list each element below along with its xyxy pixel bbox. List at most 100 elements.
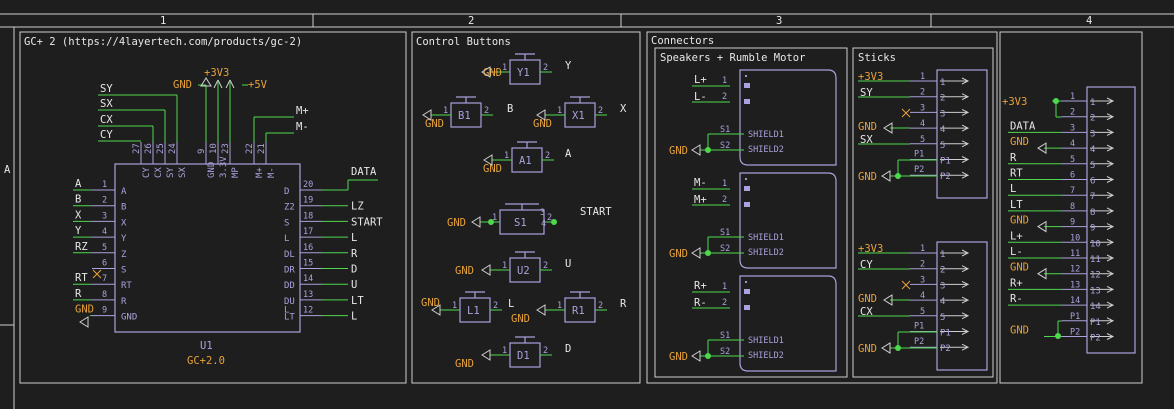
u1-left-pin-name: A — [121, 187, 127, 197]
main-pin-no: 10 — [1070, 233, 1080, 243]
u1-right-pin-name: L — [284, 234, 289, 244]
main-pin-name: 7 — [1090, 192, 1095, 202]
main-pin-name: 3 — [1090, 129, 1095, 139]
stick-pwr: +3V3 — [858, 243, 883, 255]
connectors-title: Connectors — [651, 35, 714, 47]
net-label-cx: CX — [100, 114, 113, 126]
stick-pin-no: 5 — [920, 307, 925, 317]
svg-text:SX: SX — [178, 167, 188, 178]
u1-right-net: D — [351, 264, 357, 276]
button-gnd: GND — [483, 67, 502, 79]
button-net: A — [565, 148, 572, 160]
speaker-gnd: GND — [669, 351, 688, 363]
speaker-gnd: GND — [669, 248, 688, 260]
stick-pin-name: 2 — [940, 266, 945, 276]
main-row-net: R+ — [1010, 277, 1023, 289]
u1-top-pin: 21M- — [257, 142, 277, 178]
speaker-s2: S2 — [720, 141, 730, 151]
net-label-cy: CY — [100, 129, 113, 141]
u1-right-pin: L — [284, 305, 289, 315]
u1-right-net: L — [351, 232, 357, 244]
u1-left-pin-name: X — [121, 218, 127, 228]
button-gnd: GND — [511, 313, 530, 325]
svg-text:21: 21 — [257, 143, 267, 154]
u1-left-pin-name: GND — [121, 313, 137, 323]
u1-right-net: R — [351, 248, 358, 260]
u1-right-net: DATA — [351, 166, 377, 178]
speaker-shield-2: SHIELD2 — [748, 145, 784, 155]
speaker-body — [739, 69, 837, 166]
button-ref: D1 — [517, 350, 530, 362]
speaker-shield-1: SHIELD1 — [748, 130, 784, 140]
u1-right-pin-name: L — [284, 305, 289, 315]
svg-text:26: 26 — [144, 143, 154, 154]
u1-right-pin-no: 12 — [303, 306, 313, 316]
main-pin-no: 14 — [1070, 296, 1080, 306]
gnd-symbol — [691, 144, 701, 156]
u1-right-pin-name: Z2 — [284, 203, 295, 213]
u1-right-pin-name: DR — [284, 266, 295, 276]
button-ref: U2 — [517, 265, 530, 277]
button-pin-2: 2 — [543, 63, 548, 73]
stick-pin-name: 1 — [940, 78, 945, 88]
gnd-symbol — [481, 66, 491, 78]
u1-right-pin-no: 16 — [303, 243, 313, 253]
speaker-s1: S1 — [720, 331, 730, 341]
zone-row-a: A — [4, 164, 11, 176]
speaker-pin-2: 2 — [722, 298, 727, 308]
u1-left-net: A — [75, 178, 82, 190]
main-pin-no: 13 — [1070, 280, 1080, 290]
button-net: START — [580, 206, 612, 218]
gnd-symbol — [483, 154, 493, 166]
net-label-sy: SY — [100, 83, 113, 95]
u1-right-net: LZ — [351, 201, 364, 213]
main-pin-no: 12 — [1070, 265, 1080, 275]
button-ref: B1 — [458, 110, 471, 122]
button-gnd: GND — [421, 297, 440, 309]
button-pin-2: 2 — [543, 261, 548, 271]
button-ref: L1 — [467, 305, 480, 317]
main-connector-pwr: +3V3 — [1002, 96, 1027, 108]
u1-right-pin-no: 20 — [303, 180, 313, 190]
main-pin-name: 2 — [1090, 114, 1095, 124]
button-pin-1: 1 — [502, 346, 507, 356]
net-label-gnd-top: GND — [173, 79, 192, 91]
main-connector-row: 77L — [1008, 183, 1115, 202]
main-pin-name: P2 — [1090, 334, 1101, 344]
svg-text:22: 22 — [245, 143, 255, 154]
speaker-pin-1: 1 — [722, 179, 727, 189]
svg-text:27: 27 — [132, 143, 142, 154]
main-connector-row: 11 — [1062, 92, 1115, 108]
gnd-symbol — [481, 349, 491, 361]
u1-left-net: R — [75, 288, 82, 300]
svg-text:9: 9 — [197, 149, 207, 154]
gnd-symbol — [431, 304, 441, 316]
stick-pin-no: 4 — [920, 291, 925, 301]
main-pin-name: 10 — [1090, 239, 1101, 249]
speaker-net-2: M+ — [694, 194, 707, 206]
speaker-s1: S1 — [720, 125, 730, 135]
stick-pin-no: 4 — [920, 119, 925, 129]
gnd-symbol — [881, 170, 891, 182]
u1-right-pin-name: DL — [284, 250, 295, 260]
button-ref: Y1 — [517, 67, 530, 79]
u1-ref: U1 — [200, 340, 213, 352]
stick-pin-no: 3 — [920, 103, 925, 113]
button-pin-2: 2 — [484, 106, 489, 116]
